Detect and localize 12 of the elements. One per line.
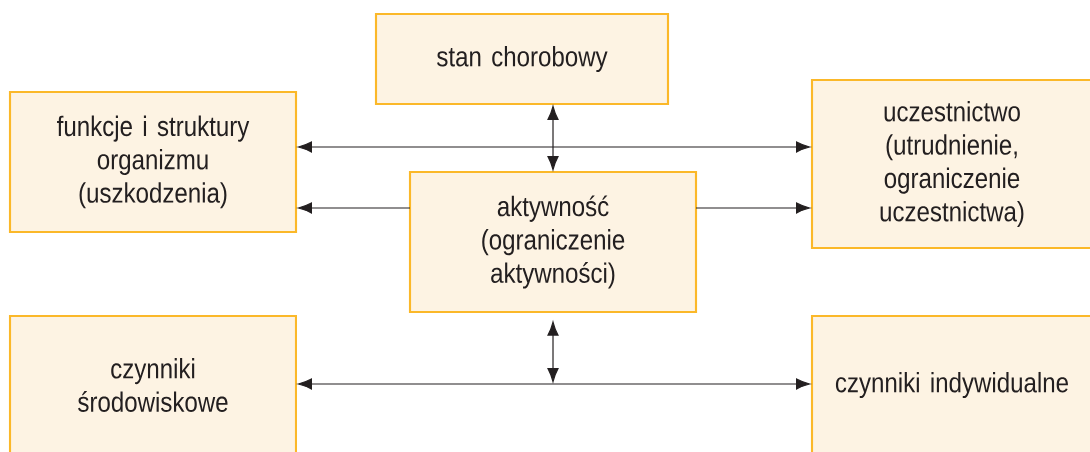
text-box: czynniki indywidualne — [810, 314, 1090, 452]
arrow — [547, 321, 559, 383]
text-box: aktywność (ograniczenie aktywności) — [408, 170, 698, 314]
arrow — [297, 202, 411, 214]
arrow — [695, 202, 811, 214]
arrow — [547, 105, 559, 171]
text-box: funkcje i struktury organizmu (uszkodzenia) — [8, 90, 298, 234]
arrow — [297, 378, 811, 390]
text-box: czynniki środowiskowe — [8, 314, 298, 452]
arrow — [297, 141, 811, 153]
text-box: stan chorobowy — [374, 12, 670, 106]
text-box: uczestnictwo (utrudnienie, ograniczenie uczestnictwa) — [810, 78, 1090, 250]
